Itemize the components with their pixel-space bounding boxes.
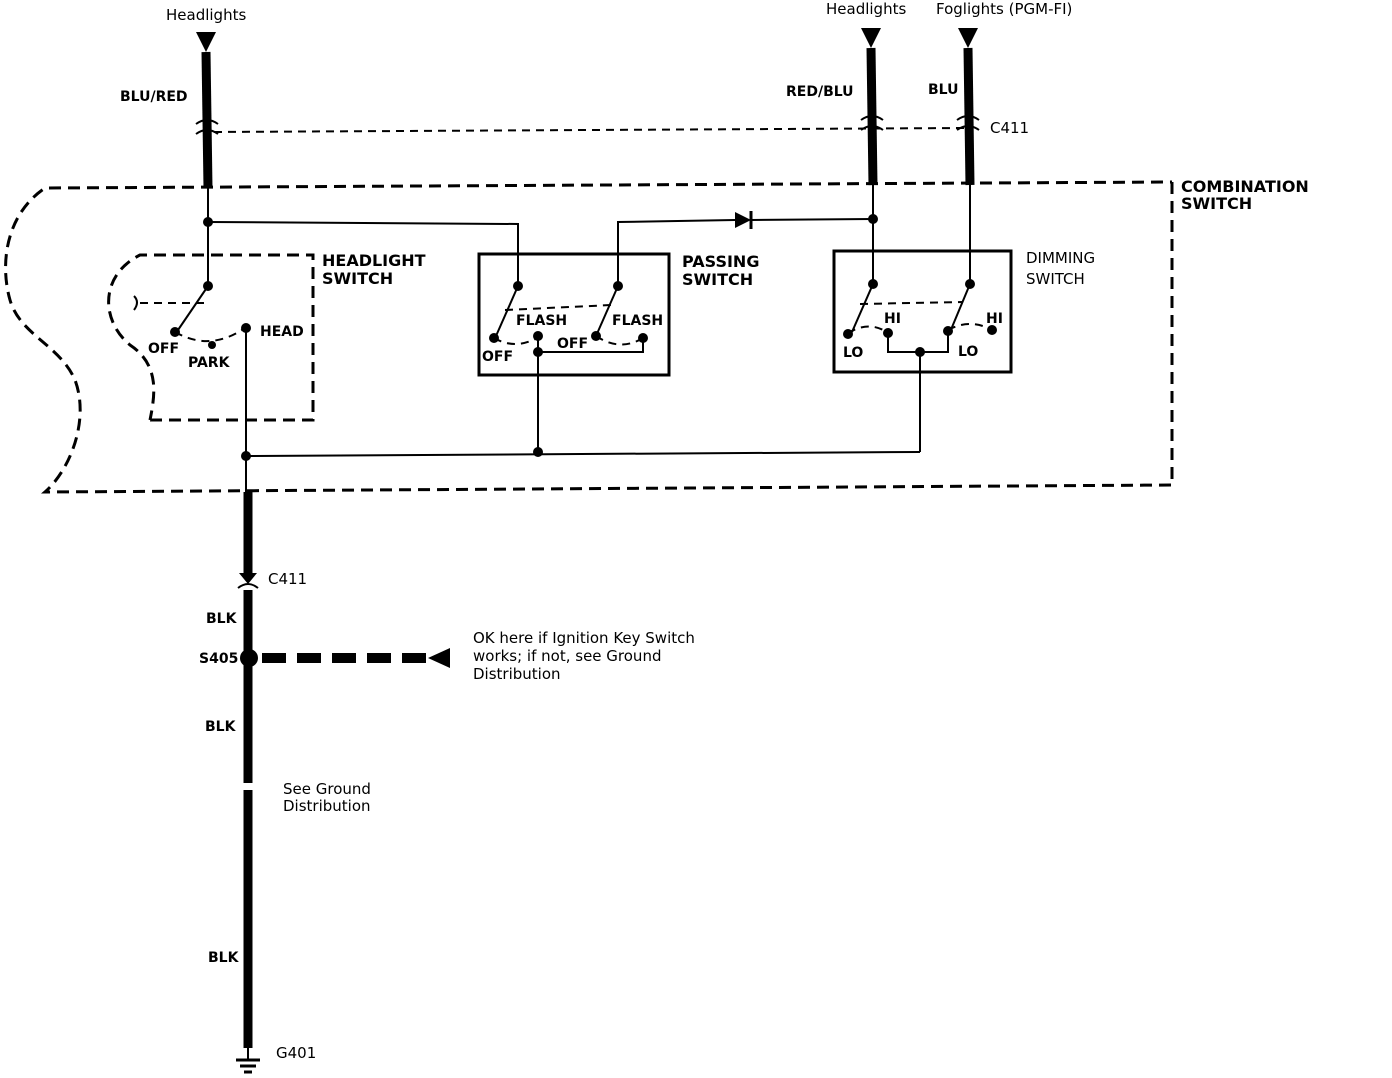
terminal-lo-1 bbox=[843, 329, 853, 339]
dimming-link bbox=[859, 301, 963, 305]
foglights-arrow-icon bbox=[958, 28, 978, 48]
wire-color-blu-red: BLU/RED bbox=[120, 89, 188, 105]
connector-c411-bottom: C411 bbox=[268, 570, 307, 588]
label-park: PARK bbox=[188, 355, 231, 371]
c411-bottom-connector-icon bbox=[237, 573, 259, 589]
passing-switch-label-2: SWITCH bbox=[682, 270, 753, 289]
c411-top-connector-icons bbox=[195, 115, 980, 135]
wire-to-passing-left bbox=[207, 221, 519, 286]
headlights-left-label: Headlights bbox=[166, 6, 246, 24]
passing-switch-label-1: PASSING bbox=[682, 252, 759, 271]
passing-switch-box bbox=[477, 252, 671, 377]
label-lo-1: LO bbox=[843, 345, 863, 361]
connector-s405: S405 bbox=[199, 651, 238, 667]
label-off-2: OFF bbox=[557, 336, 588, 352]
terminal-off bbox=[170, 327, 180, 337]
connector-g401: G401 bbox=[276, 1044, 316, 1062]
label-hi-1: HI bbox=[884, 311, 901, 327]
dimming-switch-label-2: SWITCH bbox=[1026, 270, 1085, 288]
wire-diode-to-dimming bbox=[750, 218, 874, 221]
ground-path-arrow-icon bbox=[428, 648, 450, 668]
headlights-left-arrow-icon bbox=[196, 32, 216, 52]
headlight-switch-outline bbox=[107, 253, 315, 422]
spring-icon bbox=[133, 295, 138, 311]
passing-blade-left bbox=[495, 285, 519, 337]
ground-bus bbox=[245, 451, 921, 457]
headlight-switch-label-2: SWITCH bbox=[322, 269, 393, 288]
label-head: HEAD bbox=[260, 324, 304, 340]
junction-dot bbox=[241, 451, 251, 461]
wire-color-red-blu: RED/BLU bbox=[786, 84, 854, 100]
label-flash-1: FLASH bbox=[516, 313, 567, 329]
note-ok-line1: OK here if Ignition Key Switch bbox=[473, 629, 695, 647]
dimming-blade-right bbox=[949, 283, 971, 333]
note-see-line2: Distribution bbox=[283, 797, 371, 815]
label-hi-2: HI bbox=[986, 311, 1003, 327]
passing-internal-ground bbox=[537, 336, 644, 353]
junction-dot bbox=[533, 447, 543, 457]
passing-arc-right bbox=[595, 335, 644, 346]
dimming-blade-left bbox=[851, 283, 874, 333]
passing-link bbox=[504, 304, 613, 311]
headlights-right-label: Headlights bbox=[826, 0, 906, 18]
passing-arc-left bbox=[493, 337, 538, 345]
wire-color-blk-3: BLK bbox=[208, 950, 240, 966]
terminal-hi-2 bbox=[987, 325, 997, 335]
label-flash-2: FLASH bbox=[612, 313, 663, 329]
headlights-right-arrow-icon bbox=[861, 28, 881, 48]
headlight-switch-blade bbox=[177, 285, 209, 331]
combination-switch-label-1: COMBINATION bbox=[1181, 177, 1309, 196]
wire-color-blk-1: BLK bbox=[206, 611, 238, 627]
wire-color-blu: BLU bbox=[928, 82, 958, 98]
dimming-switch-box bbox=[832, 249, 1013, 374]
junction-dot bbox=[868, 214, 878, 224]
terminal-off-2 bbox=[591, 331, 601, 341]
terminal-off-1 bbox=[489, 333, 499, 343]
label-off: OFF bbox=[148, 341, 179, 357]
ground-symbol-icon bbox=[236, 1048, 260, 1074]
wire-to-passing-right bbox=[617, 219, 736, 286]
note-ok-line2: works; if not, see Ground bbox=[473, 647, 661, 665]
note-ok-line3: Distribution bbox=[473, 665, 561, 683]
label-off-1: OFF bbox=[482, 349, 513, 365]
dimming-switch-label-1: DIMMING bbox=[1026, 249, 1095, 267]
s405-splice-icon bbox=[240, 649, 258, 667]
c411-top-connector-line bbox=[213, 127, 966, 133]
combination-switch-outline bbox=[4, 180, 1174, 494]
combination-switch-label-2: SWITCH bbox=[1181, 194, 1252, 213]
passing-blade-right bbox=[595, 285, 619, 337]
wire-color-blk-2: BLK bbox=[205, 719, 237, 735]
headlight-switch-arc bbox=[174, 327, 246, 343]
headlight-switch-label-1: HEADLIGHT bbox=[322, 251, 426, 270]
diode-icon bbox=[735, 211, 753, 229]
label-lo-2: LO bbox=[958, 344, 978, 360]
terminal-park bbox=[208, 341, 216, 349]
note-see-line1: See Ground bbox=[283, 780, 371, 798]
connector-c411-top: C411 bbox=[990, 119, 1029, 137]
foglights-label: Foglights (PGM-FI) bbox=[936, 0, 1072, 18]
